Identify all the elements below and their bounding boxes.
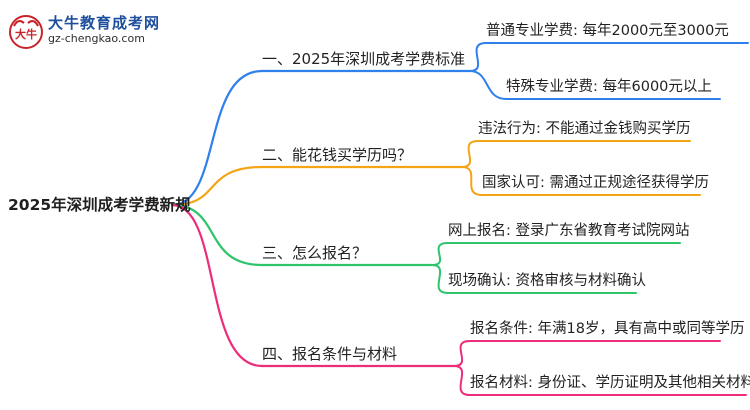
logo-title: 大牛教育成考网 — [48, 14, 161, 32]
branch-buy-degree: 二、能花钱买学历吗？ — [262, 146, 413, 164]
leaf-national-recognition: 国家认可: 需通过正规途径获得学历 — [482, 175, 709, 191]
logo-ox-icon: 大牛 — [9, 15, 43, 49]
site-logo: 大牛 大牛教育成考网 gz-chengkao.com — [8, 10, 168, 54]
leaf-connector-3-1 — [453, 365, 471, 396]
leaf-connector-2-0 — [431, 242, 449, 266]
branch-how-to-apply: 三、怎么报名？ — [262, 244, 368, 262]
root-branch-connector-0 — [170, 69, 264, 207]
logo-url: gz-chengkao.com — [48, 32, 145, 45]
leaf-connector-1-0 — [461, 140, 479, 168]
leaf-onsite-confirm: 现场确认: 资格审核与材料确认 — [448, 273, 646, 289]
leaf-connector-3-0 — [453, 340, 471, 367]
branch-conditions-materials: 四、报名条件与材料 — [262, 345, 398, 363]
root-branch-connector-2 — [170, 203, 264, 267]
leaf-connector-2-1 — [431, 264, 449, 294]
leaf-regular-fee: 普通专业学费: 每年2000元至3000元 — [486, 23, 729, 39]
root-branch-connector-3 — [170, 203, 264, 368]
leaf-connector-1-1 — [461, 166, 483, 196]
mindmap-root: 2025年深圳成考学费新规 — [8, 196, 191, 214]
leaf-online-apply: 网上报名: 登录广东省教育考试院网站 — [448, 223, 690, 239]
branch-fee-standard: 一、2025年深圳成考学费标准 — [262, 50, 466, 68]
leaf-special-fee: 特殊专业学费: 每年6000元以上 — [506, 79, 712, 95]
leaf-connector-0-1 — [469, 70, 507, 100]
leaf-connector-0-0 — [469, 42, 487, 72]
leaf-conditions: 报名条件: 年满18岁，具有高中或同等学历 — [470, 321, 745, 337]
root-branch-connector-1 — [170, 165, 264, 207]
logo-mark-text: 大牛 — [15, 27, 37, 41]
leaf-illegal: 违法行为: 不能通过金钱购买学历 — [478, 121, 691, 137]
leaf-materials: 报名材料: 身份证、学历证明及其他相关材料 — [470, 375, 750, 391]
